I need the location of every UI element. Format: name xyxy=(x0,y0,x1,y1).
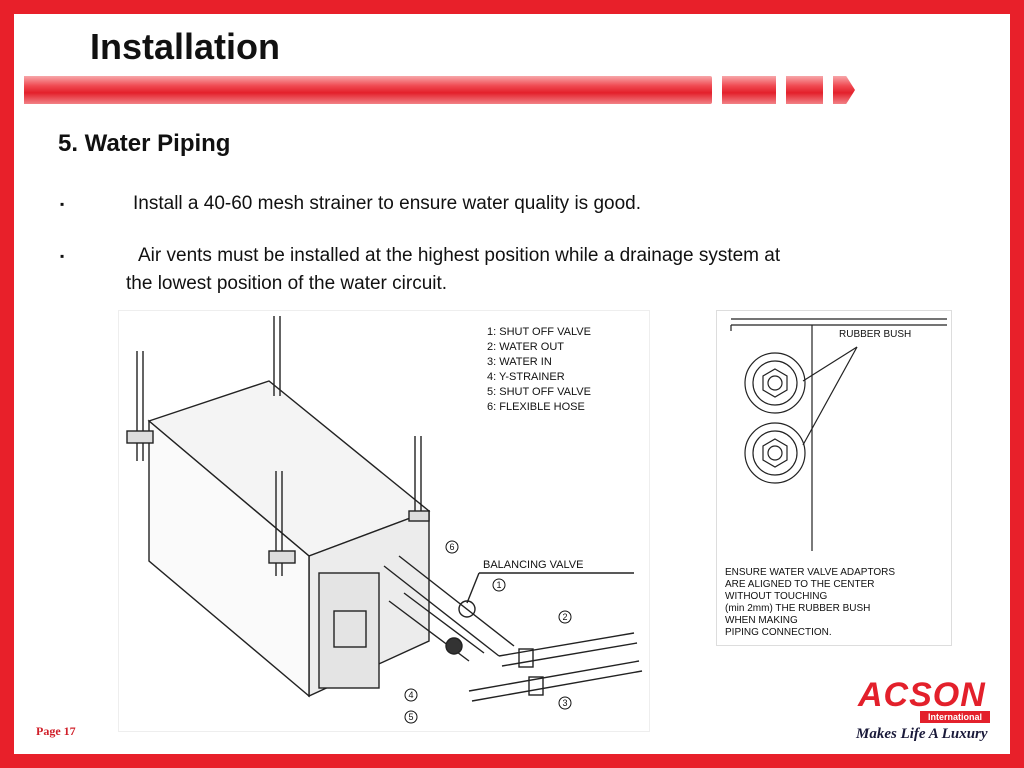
section-heading: 5. Water Piping xyxy=(58,130,231,157)
note-line: PIPING CONNECTION. xyxy=(725,627,832,638)
bullet-icon: ▪ xyxy=(60,197,65,211)
bullet-icon: ▪ xyxy=(60,249,65,263)
header-bar-main xyxy=(24,76,712,104)
page-number: Page 17 xyxy=(36,724,76,738)
bullet-text-line: Air vents must be installed at the highe… xyxy=(138,245,781,266)
callout-label: 2 xyxy=(562,612,567,622)
unit-illustration: 6 1 2 3 4 5 xyxy=(126,316,643,724)
logo-subtitle: International xyxy=(920,711,990,723)
rubber-bush-label: RUBBER BUSH xyxy=(839,329,912,340)
header-bar-segment xyxy=(786,76,823,104)
bullet-text-line: the lowest position of the water circuit… xyxy=(126,273,448,294)
callout-label: 1 xyxy=(496,580,501,590)
legend-item: 3: WATER IN xyxy=(487,356,552,368)
page-title: Installation xyxy=(90,26,281,67)
note-line: (min 2mm) THE RUBBER BUSH xyxy=(725,603,871,614)
legend-item: 5: SHUT OFF VALVE xyxy=(487,386,591,398)
rubber-bush-diagram: RUBBER BUSH ENSURE WATER VALVE ADAPTORS … xyxy=(716,310,952,646)
note-line: WITHOUT TOUCHING xyxy=(725,591,828,602)
piping-diagram: 6 1 2 3 4 5 1: SHUT OFF VALVE 2: WATER O… xyxy=(118,310,650,732)
brand-tagline: Makes Life A Luxury xyxy=(856,726,988,742)
callout-label: 6 xyxy=(449,542,454,552)
callout-label: 3 xyxy=(562,698,567,708)
logo-wordmark: ACSON xyxy=(858,676,986,714)
legend-item: 1: SHUT OFF VALVE xyxy=(487,326,591,338)
header-bar-segment xyxy=(722,76,776,104)
alignment-note: ENSURE WATER VALVE ADAPTORS ARE ALIGNED … xyxy=(725,567,945,639)
header-bar-arrow xyxy=(833,76,855,104)
callout-label: 4 xyxy=(408,690,413,700)
diagram-legend: 1: SHUT OFF VALVE 2: WATER OUT 3: WATER … xyxy=(487,325,591,415)
slide: Installation 5. Water Piping ▪ Install a… xyxy=(14,14,1010,754)
callout-label: 5 xyxy=(408,712,413,722)
bullet-text: Install a 40-60 mesh strainer to ensure … xyxy=(133,193,641,214)
rubber-bush-illustration xyxy=(730,318,947,551)
note-line: ENSURE WATER VALVE ADAPTORS xyxy=(725,567,896,578)
legend-item: 6: FLEXIBLE HOSE xyxy=(487,401,585,413)
balancing-valve-label: BALANCING VALVE xyxy=(483,559,584,571)
note-line: WHEN MAKING xyxy=(725,615,798,626)
note-line: ARE ALIGNED TO THE CENTER xyxy=(725,579,875,590)
legend-item: 2: WATER OUT xyxy=(487,341,564,353)
acson-logo: ACSON xyxy=(858,678,990,712)
legend-item: 4: Y-STRAINER xyxy=(487,371,565,383)
